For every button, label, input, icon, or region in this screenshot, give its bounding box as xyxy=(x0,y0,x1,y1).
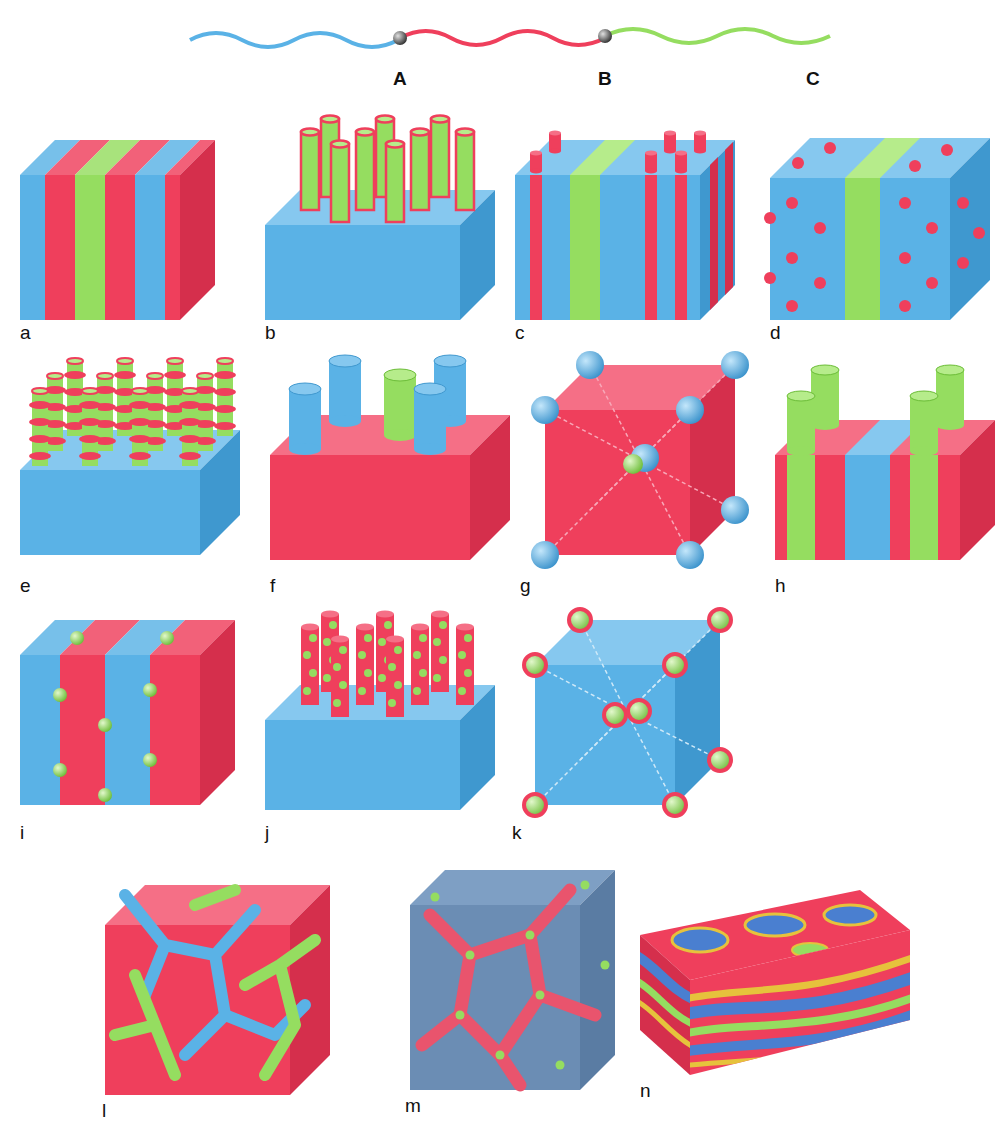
network-with-spheres xyxy=(410,870,615,1090)
cylinders-with-spheres xyxy=(265,611,495,811)
panel-letter: e xyxy=(20,575,31,597)
lamellae-cylinders-alt xyxy=(775,365,995,560)
block-label: B xyxy=(598,68,612,90)
triblock-chain xyxy=(190,29,830,47)
panel-letter: g xyxy=(520,575,531,597)
double-gyroid-network xyxy=(105,885,330,1095)
core-shell-bcc-spheres xyxy=(524,609,731,816)
bcc-spheres xyxy=(531,351,749,569)
ringed-cylinders xyxy=(20,358,240,555)
panel-letter: h xyxy=(775,575,786,597)
panel-letter: l xyxy=(102,1100,106,1122)
panel-letter: a xyxy=(20,322,31,344)
lamellae-block xyxy=(20,140,215,320)
block-label: C xyxy=(806,68,820,90)
panel-letter: i xyxy=(20,822,24,844)
panel-letter: j xyxy=(265,822,269,844)
core-shell-cylinders xyxy=(265,116,495,321)
panel-letter: k xyxy=(512,822,522,844)
panel-letter: c xyxy=(515,322,525,344)
lamellae-interface-spheres xyxy=(20,620,235,805)
panel-letter: n xyxy=(640,1080,651,1102)
panel-letter: d xyxy=(770,322,781,344)
panel-letter: f xyxy=(270,575,275,597)
block-label: A xyxy=(393,68,407,90)
disordered-slab xyxy=(635,890,920,1075)
lamellae-spheres xyxy=(764,138,990,320)
panel-letter: m xyxy=(405,1095,421,1117)
panel-letter: b xyxy=(265,322,276,344)
lamellae-cylinders xyxy=(515,131,735,321)
two-cylinder-lattice xyxy=(270,355,510,560)
